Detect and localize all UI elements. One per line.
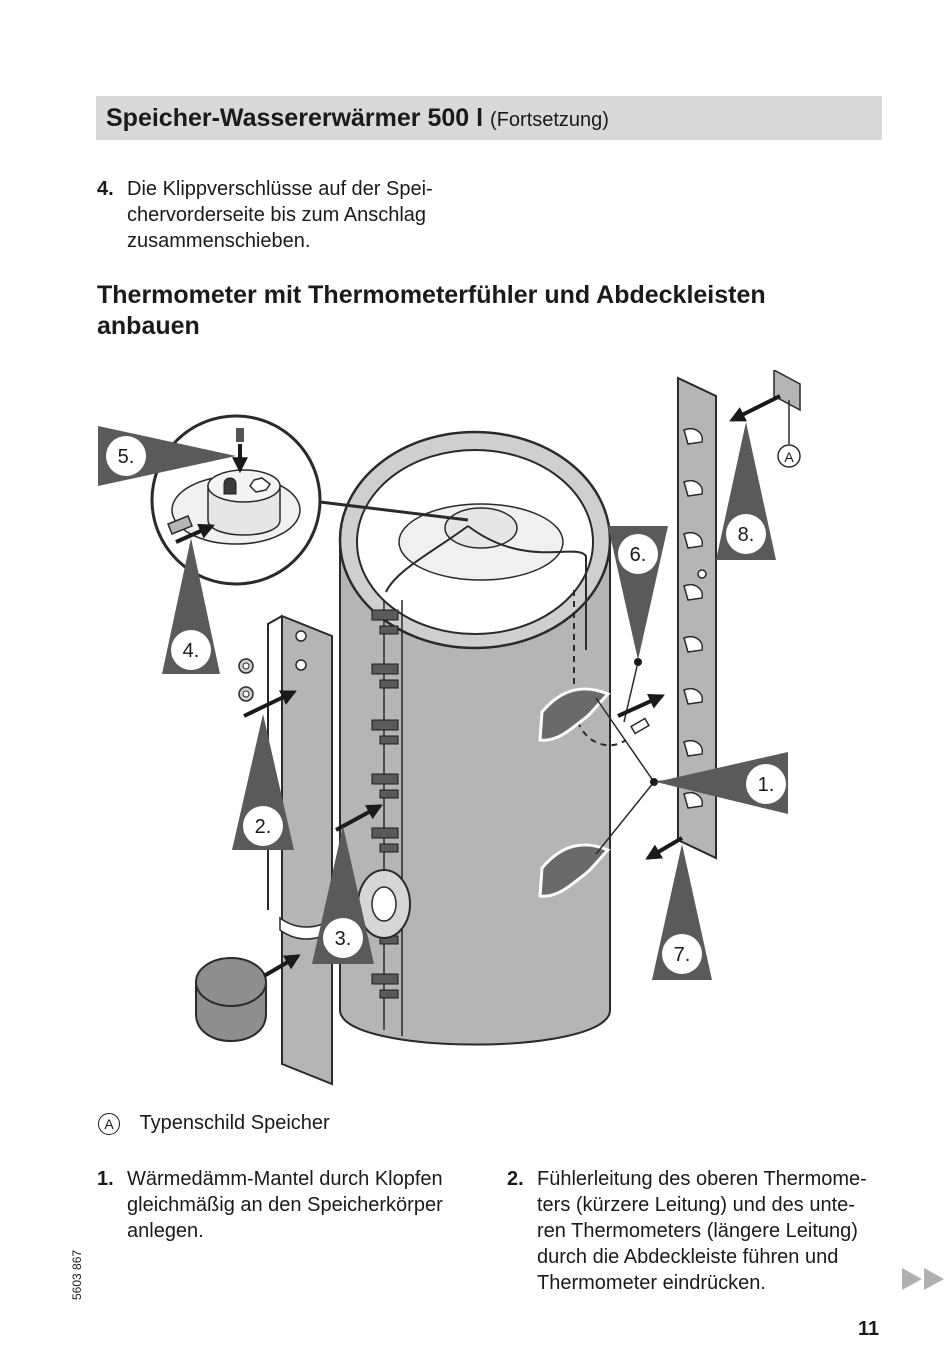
callout-2: 2. bbox=[232, 714, 294, 850]
page-title: Speicher-Wassererwärmer 500 l (Fortsetzu… bbox=[106, 104, 609, 133]
figure-legend: A Typenschild Speicher bbox=[98, 1112, 330, 1135]
right-cover-strip bbox=[677, 376, 717, 860]
callout-7-label: 7. bbox=[674, 944, 691, 966]
page-title-suffix: (Fortsetzung) bbox=[490, 109, 609, 131]
legend-text: Typenschild Speicher bbox=[139, 1112, 330, 1135]
callout-2-label: 2. bbox=[255, 816, 272, 838]
step-1-text: Wärmedämm-Mantel durch Klopfen gleichmäß… bbox=[127, 1168, 443, 1242]
callout-3: 3. bbox=[312, 826, 374, 964]
callout-1-label: 1. bbox=[758, 774, 775, 796]
direction-arrows bbox=[243, 394, 781, 978]
step-2-text: Fühlerleitung des oberen Thermome- ters … bbox=[537, 1168, 867, 1294]
callout-8-label: 8. bbox=[738, 524, 755, 546]
step-2-number: 2. bbox=[507, 1168, 524, 1190]
installation-diagram: A bbox=[98, 370, 801, 1086]
leader-junction bbox=[650, 778, 658, 786]
step-number: 4. bbox=[97, 178, 114, 200]
insulation-lid bbox=[195, 957, 267, 1042]
step-1-number: 1. bbox=[97, 1168, 114, 1190]
callout-7: 7. bbox=[652, 844, 712, 980]
nameplate: A bbox=[773, 370, 801, 468]
legend-marker: A bbox=[98, 1112, 120, 1135]
next-page-arrows-icon bbox=[902, 1268, 944, 1290]
callout-3-label: 3. bbox=[335, 928, 352, 950]
leader-lines bbox=[595, 661, 757, 855]
nameplate-marker-label: A bbox=[784, 449, 794, 465]
nameplate-marker bbox=[777, 444, 801, 468]
intro-step: 4. Die Klippverschlüsse auf der Spei- ch… bbox=[97, 176, 517, 256]
hand-icon-upper bbox=[538, 687, 611, 742]
callout-5-label: 5. bbox=[118, 446, 135, 468]
callout-1: 1. bbox=[656, 752, 788, 814]
callout-4: 4. bbox=[162, 538, 220, 674]
step-2: 2. Fühlerleitung des oberen Thermome- te… bbox=[507, 1166, 897, 1298]
callout-5: 5. bbox=[98, 426, 236, 486]
header-bar: Speicher-Wassererwärmer 500 l (Fortsetzu… bbox=[96, 96, 882, 140]
leader-junction-6 bbox=[634, 658, 642, 666]
page-title-main: Speicher-Wassererwärmer 500 l bbox=[106, 104, 484, 132]
thermometer-nuts bbox=[238, 658, 254, 702]
thermometer-probe bbox=[630, 717, 650, 735]
document-number: 5603 867 bbox=[70, 1249, 84, 1300]
callout-6: 6. bbox=[608, 526, 668, 660]
page-number: 11 bbox=[858, 1318, 880, 1340]
step-text: Die Klippverschlüsse auf der Spei- cherv… bbox=[127, 178, 433, 252]
section-title: Thermometer mit Thermometerfühler und Ab… bbox=[97, 281, 766, 340]
callout-8: 8. bbox=[716, 422, 776, 560]
step-1: 1. Wärmedämm-Mantel durch Klopfen gleich… bbox=[97, 1166, 477, 1246]
tank-flange bbox=[357, 869, 411, 939]
hand-icon-lower bbox=[538, 843, 611, 898]
callout-4-label: 4. bbox=[183, 640, 200, 662]
callout-6-label: 6. bbox=[630, 544, 647, 566]
detail-inset bbox=[150, 414, 469, 586]
